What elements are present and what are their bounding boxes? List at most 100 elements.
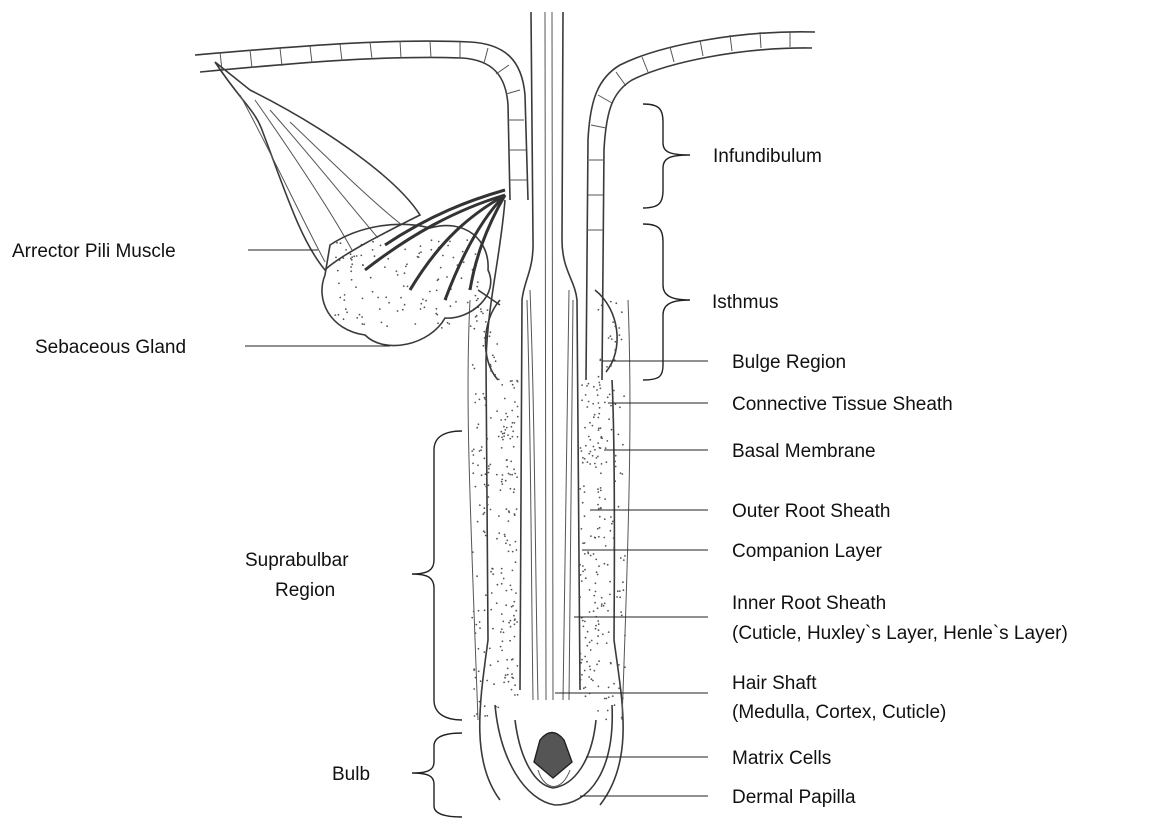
speckle-dot	[621, 717, 623, 719]
speckle-dot	[512, 605, 514, 607]
speckle-dot	[579, 564, 581, 566]
speckle-dot	[586, 661, 588, 663]
speckle-dot	[472, 551, 474, 553]
speckle-dot	[505, 413, 507, 415]
speckle-dot	[500, 646, 502, 648]
speckle-dot	[586, 406, 588, 408]
speckle-dot	[496, 538, 498, 540]
speckle-dot	[596, 664, 598, 666]
speckle-dot	[407, 286, 409, 288]
speckle-dot	[482, 393, 484, 395]
speckle-dot	[441, 327, 443, 329]
speckle-dot	[422, 299, 424, 301]
speckle-dot	[424, 306, 426, 308]
speckle-dot	[508, 681, 510, 683]
speckle-dot	[386, 325, 388, 327]
speckle-dot	[608, 687, 610, 689]
speckle-dot	[501, 447, 503, 449]
speckle-dot	[339, 297, 341, 299]
speckle-dot	[480, 680, 482, 682]
speckle-dot	[404, 272, 406, 274]
speckle-dot	[608, 418, 610, 420]
speckle-dot	[617, 590, 619, 592]
speckle-dot	[478, 423, 480, 425]
speckle-dot	[606, 440, 608, 442]
speckle-dot	[334, 314, 336, 316]
speckle-dot	[589, 666, 591, 668]
speckle-dot	[374, 255, 376, 257]
sheath-speckles	[334, 239, 625, 720]
speckle-dot	[580, 662, 582, 664]
epidermis-left	[195, 41, 528, 200]
speckle-dot	[608, 631, 610, 633]
speckle-dot	[610, 365, 612, 367]
speckle-dot	[397, 310, 399, 312]
speckle-dot	[414, 323, 416, 325]
speckle-dot	[596, 571, 598, 573]
speckle-dot	[580, 574, 582, 576]
speckle-dot	[488, 472, 490, 474]
speckle-dot	[387, 258, 389, 260]
speckle-dot	[472, 463, 474, 465]
speckle-dot	[614, 461, 616, 463]
speckle-dot	[461, 277, 463, 279]
speckle-dot	[512, 677, 514, 679]
speckle-dot	[594, 670, 596, 672]
speckle-dot	[504, 534, 506, 536]
speckle-dot	[504, 419, 506, 421]
speckle-dot	[362, 298, 364, 300]
speckle-dot	[511, 589, 513, 591]
speckle-dot	[600, 427, 602, 429]
speckle-dot	[447, 245, 449, 247]
speckle-dot	[345, 249, 347, 251]
speckle-dot	[581, 528, 583, 530]
speckle-dot	[491, 568, 493, 570]
speckle-dot	[350, 270, 352, 272]
label-inner-root-sheath-detail: (Cuticle, Huxley`s Layer, Henle`s Layer)	[732, 623, 1068, 644]
speckle-dot	[515, 610, 517, 612]
speckle-dot	[463, 261, 465, 263]
speckle-dot	[579, 596, 581, 598]
speckle-dot	[377, 297, 379, 299]
speckle-dot	[598, 629, 600, 631]
speckle-dot	[598, 536, 600, 538]
speckle-dot	[594, 537, 596, 539]
speckle-dot	[471, 450, 473, 452]
speckle-dot	[498, 532, 500, 534]
speckle-dot	[335, 257, 337, 259]
speckle-dot	[492, 573, 494, 575]
speckle-dot	[598, 402, 600, 404]
speckle-dot	[608, 337, 610, 339]
speckle-dot	[502, 640, 504, 642]
speckle-dot	[581, 674, 583, 676]
speckle-dot	[594, 602, 596, 604]
speckle-dot	[404, 304, 406, 306]
speckle-dot	[620, 611, 622, 613]
speckle-dot	[403, 285, 405, 287]
label-connective-tissue-sheath: Connective Tissue Sheath	[732, 394, 953, 415]
speckle-dot	[598, 427, 600, 429]
speckle-dot	[513, 615, 515, 617]
speckle-dot	[477, 281, 479, 283]
speckle-dot	[489, 335, 491, 337]
speckle-dot	[517, 416, 519, 418]
speckle-dot	[473, 328, 475, 330]
speckle-dot	[590, 649, 592, 651]
epidermis-right	[586, 31, 815, 380]
speckle-dot	[614, 326, 616, 328]
speckle-dot	[603, 537, 605, 539]
speckle-dot	[598, 309, 600, 311]
speckle-dot	[480, 449, 482, 451]
speckle-dot	[372, 249, 374, 251]
speckle-dot	[476, 300, 478, 302]
speckle-dot	[598, 413, 600, 415]
speckle-dot	[503, 682, 505, 684]
speckle-dot	[501, 568, 503, 570]
speckle-dot	[614, 704, 616, 706]
matrix-shape	[534, 733, 572, 779]
speckle-dot	[501, 628, 503, 630]
speckle-dot	[597, 456, 599, 458]
speckle-dot	[517, 406, 519, 408]
